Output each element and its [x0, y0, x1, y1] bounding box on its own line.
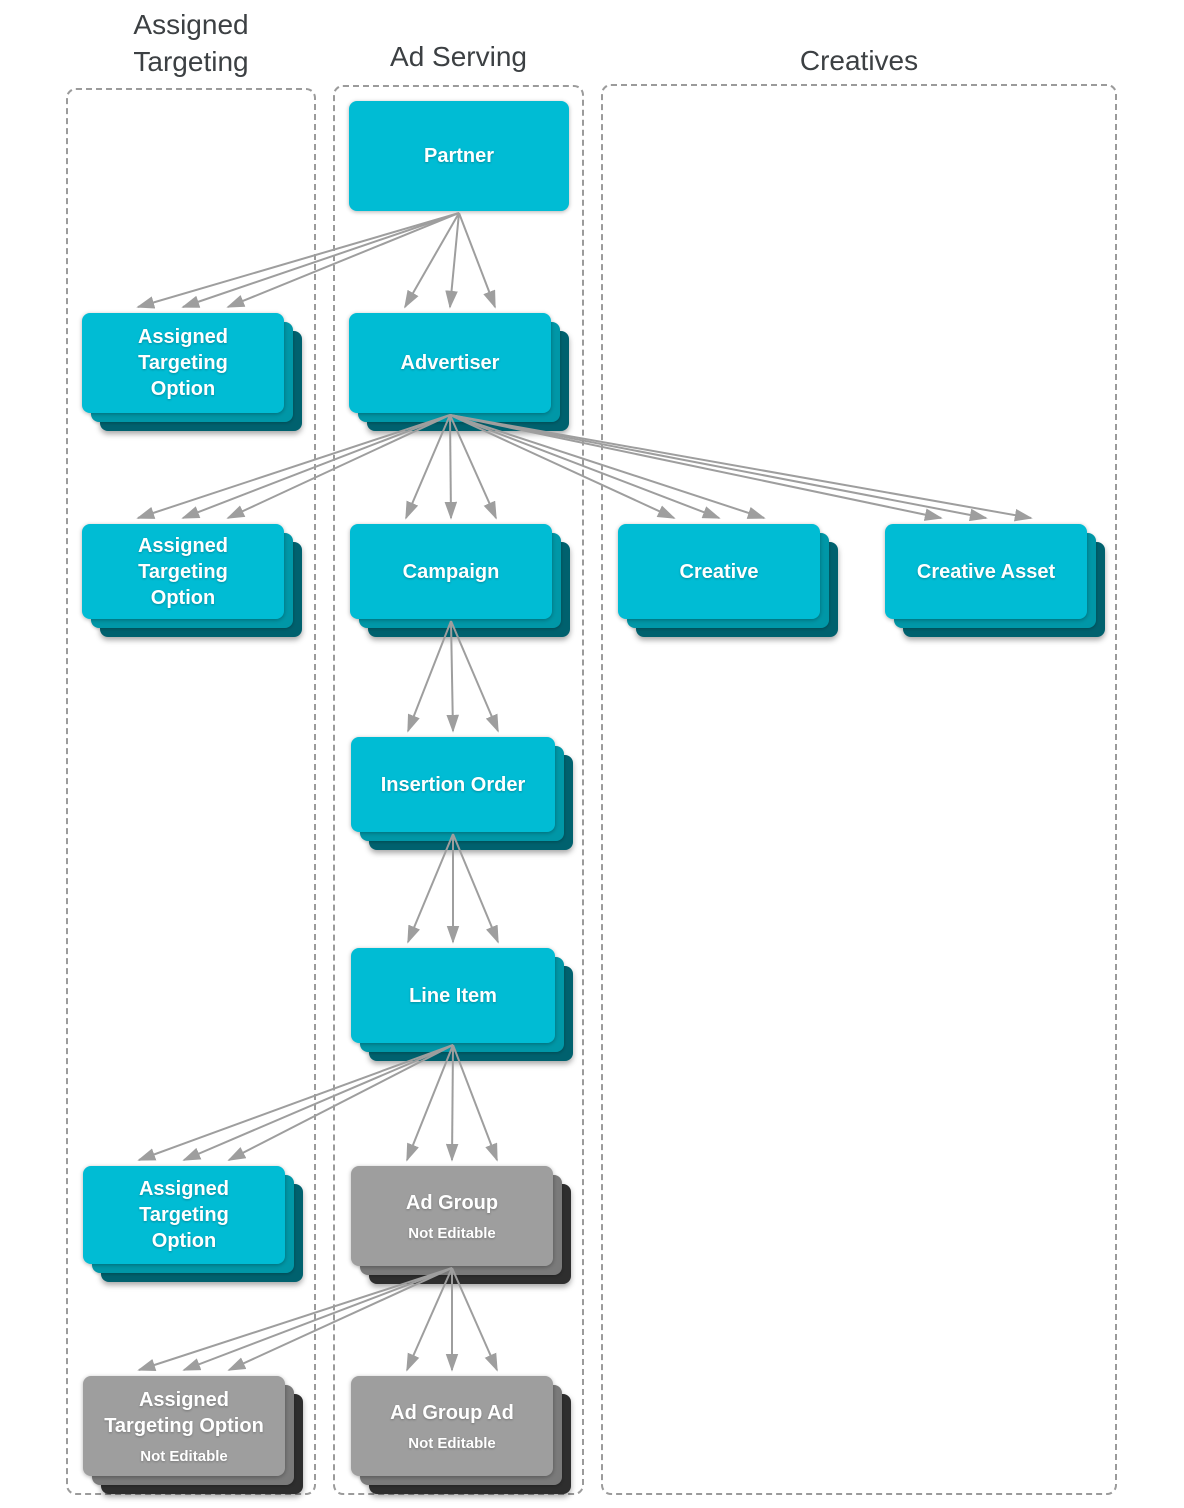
node-sublabel: Not Editable [408, 1224, 496, 1242]
node-face: Ad Group Ad Not Editable [351, 1376, 553, 1476]
node-label: Creative [679, 560, 759, 583]
node-label: Line Item [409, 984, 497, 1007]
node-campaign: Campaign [350, 524, 570, 637]
node-label: Ad Group Ad [390, 1401, 514, 1424]
node-partner: Partner [349, 101, 569, 211]
node-assigned-targeting-option-2: Assigned Targeting Option [82, 524, 302, 637]
node-sublabel: Not Editable [140, 1447, 228, 1465]
node-assigned-targeting-option-1: Assigned Targeting Option [82, 313, 302, 431]
node-face: Assigned Targeting Option [83, 1166, 285, 1264]
node-assigned-targeting-option-3: Assigned Targeting Option [83, 1166, 303, 1282]
node-face: Creative Asset [885, 524, 1087, 619]
node-sublabel: Not Editable [408, 1434, 496, 1452]
column-header-ad-serving: Ad Serving [390, 41, 527, 72]
node-line-item: Line Item [351, 948, 573, 1061]
node-face: Insertion Order [351, 737, 555, 832]
node-label: Ad Group [405, 1191, 499, 1214]
node-label: Assigned Targeting Option [138, 1178, 230, 1252]
node-face: Line Item [351, 948, 555, 1043]
node-insertion-order: Insertion Order [351, 737, 573, 850]
column-header-assigned-targeting: Assigned Targeting [133, 9, 249, 77]
node-label: Advertiser [400, 352, 500, 374]
node-advertiser: Advertiser [349, 313, 569, 431]
node-label: Assigned Targeting Option [137, 534, 229, 609]
node-ad-group-ad: Ad Group Ad Not Editable [351, 1376, 571, 1494]
column-box-creatives [601, 84, 1117, 1495]
node-face: Campaign [350, 524, 552, 619]
column-box-ad-serving [333, 85, 584, 1495]
node-label: Partner [423, 145, 495, 167]
node-label: Creative Asset [916, 560, 1056, 583]
node-label: Insertion Order [380, 773, 526, 796]
node-face: Advertiser [349, 313, 551, 413]
node-creative: Creative [618, 524, 838, 637]
node-creative-asset: Creative Asset [885, 524, 1105, 637]
node-face: Assigned Targeting Option [82, 313, 284, 413]
node-face: Assigned Targeting Option [82, 524, 284, 619]
column-box-assigned-targeting [66, 88, 316, 1495]
node-label: Assigned Targeting Option [137, 326, 229, 400]
node-face: Creative [618, 524, 820, 619]
node-label: Campaign [402, 560, 500, 583]
node-label: Assigned Targeting Option [104, 1388, 264, 1437]
node-face: Partner [349, 101, 569, 211]
column-header-creatives: Creatives [799, 45, 919, 76]
